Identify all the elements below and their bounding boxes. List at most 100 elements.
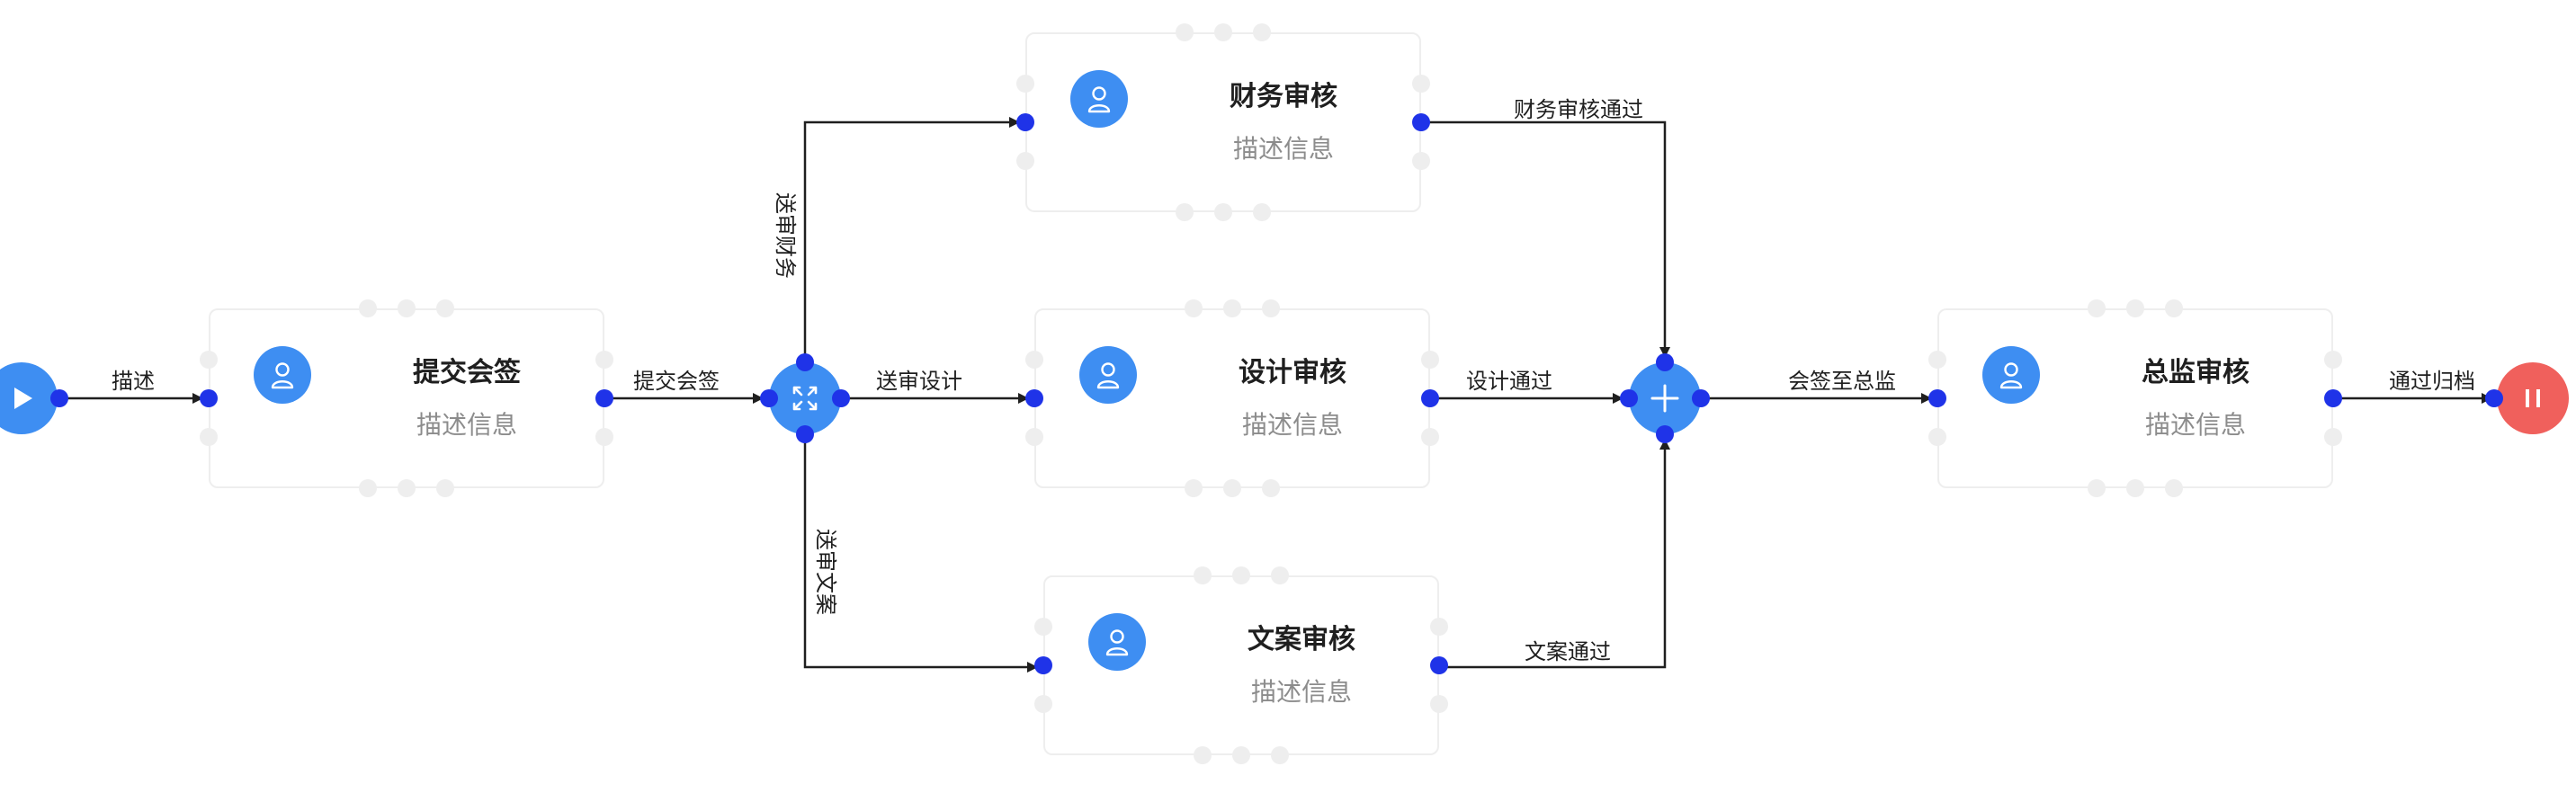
user-icon xyxy=(1070,70,1128,128)
ghost-port[interactable] xyxy=(398,479,416,497)
node-title: 提交会签 xyxy=(413,357,521,388)
edge-label-split-design: 送审设计 xyxy=(876,369,962,394)
ghost-port[interactable] xyxy=(2324,428,2342,446)
ghost-port[interactable] xyxy=(1214,203,1232,221)
ghost-port[interactable] xyxy=(1025,428,1043,446)
ghost-port[interactable] xyxy=(2126,479,2144,497)
port-out-submit[interactable] xyxy=(595,389,613,407)
port-out-design[interactable] xyxy=(1421,389,1439,407)
node-description: 描述信息 xyxy=(1241,410,1343,440)
node-director[interactable]: 总监审核描述信息 xyxy=(1937,308,2333,488)
ghost-port[interactable] xyxy=(1430,695,1448,713)
ghost-port[interactable] xyxy=(1262,479,1280,497)
ghost-port[interactable] xyxy=(2165,299,2183,317)
ghost-port[interactable] xyxy=(1214,23,1232,41)
ghost-port[interactable] xyxy=(1185,299,1203,317)
ghost-port[interactable] xyxy=(1223,299,1241,317)
node-title: 设计审核 xyxy=(1239,357,1346,388)
user-icon xyxy=(1982,346,2040,404)
port-in-end[interactable] xyxy=(2485,389,2503,407)
node-design[interactable]: 设计审核描述信息 xyxy=(1034,308,1430,488)
edge-label-finance-join: 财务审核通过 xyxy=(1514,97,1643,122)
port-out-director[interactable] xyxy=(2324,389,2342,407)
edge-split-finance[interactable] xyxy=(803,117,1020,361)
port-in-submit[interactable] xyxy=(200,389,218,407)
node-description: 描述信息 xyxy=(2144,410,2246,440)
ghost-port[interactable] xyxy=(436,299,454,317)
ghost-port[interactable] xyxy=(1016,152,1034,170)
ghost-port[interactable] xyxy=(1412,75,1430,93)
ghost-port[interactable] xyxy=(2126,299,2144,317)
edge-label-copy-join: 文案通过 xyxy=(1525,639,1611,664)
ghost-port[interactable] xyxy=(1223,479,1241,497)
ghost-port[interactable] xyxy=(1185,479,1203,497)
ghost-port[interactable] xyxy=(1412,152,1430,170)
port-join-top[interactable] xyxy=(1656,353,1674,371)
ghost-port[interactable] xyxy=(200,428,218,446)
edge-label-join-director: 会签至总监 xyxy=(1788,369,1896,394)
port-join-bottom[interactable] xyxy=(1656,425,1674,443)
edge-label-design-join: 设计通过 xyxy=(1466,369,1552,394)
ghost-port[interactable] xyxy=(1271,566,1289,584)
port-split-top[interactable] xyxy=(796,353,814,371)
join-gateway[interactable] xyxy=(1629,362,1701,434)
port-in-copy[interactable] xyxy=(1034,656,1052,674)
ghost-port[interactable] xyxy=(2165,479,2183,497)
ghost-port[interactable] xyxy=(595,351,613,369)
ghost-port[interactable] xyxy=(1421,351,1439,369)
ghost-port[interactable] xyxy=(359,299,377,317)
ghost-port[interactable] xyxy=(2088,479,2106,497)
ghost-port[interactable] xyxy=(1232,746,1250,764)
ghost-port[interactable] xyxy=(1430,618,1448,636)
ghost-port[interactable] xyxy=(1271,746,1289,764)
ghost-port[interactable] xyxy=(1176,203,1194,221)
node-title: 总监审核 xyxy=(2142,357,2250,388)
port-out-finance[interactable] xyxy=(1412,113,1430,131)
split-gateway[interactable] xyxy=(769,362,841,434)
ghost-port[interactable] xyxy=(398,299,416,317)
port-out-copy[interactable] xyxy=(1430,656,1448,674)
ghost-port[interactable] xyxy=(1253,203,1271,221)
port-split-right[interactable] xyxy=(832,389,850,407)
ghost-port[interactable] xyxy=(2324,351,2342,369)
ghost-port[interactable] xyxy=(359,479,377,497)
node-finance[interactable]: 财务审核描述信息 xyxy=(1025,32,1421,212)
port-in-director[interactable] xyxy=(1928,389,1946,407)
ghost-port[interactable] xyxy=(1194,566,1212,584)
port-join-left[interactable] xyxy=(1620,389,1638,407)
port-split-bottom[interactable] xyxy=(796,425,814,443)
node-submit[interactable]: 提交会签描述信息 xyxy=(209,308,604,488)
ghost-port[interactable] xyxy=(1034,618,1052,636)
port-join-right[interactable] xyxy=(1692,389,1710,407)
ghost-port[interactable] xyxy=(1176,23,1194,41)
ghost-port[interactable] xyxy=(2088,299,2106,317)
ghost-port[interactable] xyxy=(1232,566,1250,584)
port-out-start[interactable] xyxy=(50,389,68,407)
end-event[interactable] xyxy=(2497,362,2569,434)
port-split-left[interactable] xyxy=(760,389,778,407)
ghost-port[interactable] xyxy=(1025,351,1043,369)
edge-finance-join[interactable] xyxy=(1421,120,1670,358)
start-event[interactable] xyxy=(0,362,58,434)
ghost-port[interactable] xyxy=(1253,23,1271,41)
ghost-port[interactable] xyxy=(1928,428,1946,446)
ghost-port[interactable] xyxy=(1016,75,1034,93)
user-icon xyxy=(1088,613,1146,671)
ghost-port[interactable] xyxy=(595,428,613,446)
ghost-port[interactable] xyxy=(436,479,454,497)
edge-split-copy[interactable] xyxy=(803,435,1038,673)
port-in-design[interactable] xyxy=(1025,389,1043,407)
ghost-port[interactable] xyxy=(1928,351,1946,369)
ghost-port[interactable] xyxy=(1421,428,1439,446)
edge-copy-join[interactable] xyxy=(1439,439,1670,669)
ghost-port[interactable] xyxy=(1194,746,1212,764)
user-icon xyxy=(254,346,311,404)
port-in-finance[interactable] xyxy=(1016,113,1034,131)
edge-label-split-finance: 送审财务 xyxy=(773,192,798,279)
ghost-port[interactable] xyxy=(200,351,218,369)
ghost-port[interactable] xyxy=(1034,695,1052,713)
ghost-port[interactable] xyxy=(1262,299,1280,317)
node-copy[interactable]: 文案审核描述信息 xyxy=(1043,575,1439,755)
